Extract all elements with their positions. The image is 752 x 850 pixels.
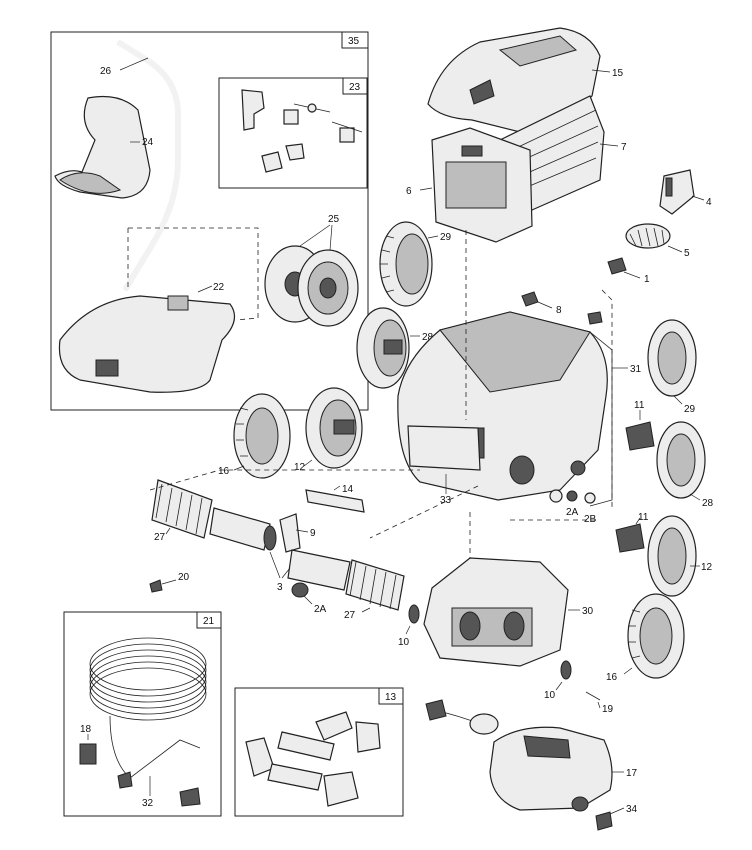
label-27b: 27 — [344, 610, 356, 621]
label-17: 17 — [626, 768, 638, 779]
label-22: 22 — [213, 282, 225, 293]
label-28b: 28 — [702, 498, 714, 509]
label-19: 19 — [602, 704, 614, 715]
caddy-wheels: 25 — [264, 214, 359, 327]
label-33: 33 — [440, 495, 452, 506]
washer-left: 10 — [398, 604, 420, 648]
motor-cap: 4 — [659, 169, 712, 215]
label-34: 34 — [626, 804, 638, 815]
label-4: 4 — [706, 197, 712, 208]
tire-left: 29 — [379, 221, 452, 307]
bushing-top: 11 — [625, 400, 655, 451]
bottom-housing: 30 — [423, 557, 594, 667]
label-2b: 2B — [584, 514, 597, 525]
caddy-clip: 24 — [54, 95, 154, 199]
label-13: 13 — [385, 692, 397, 703]
label-29b: 29 — [684, 404, 696, 415]
label-29a: 29 — [440, 232, 452, 243]
label-2a: 2A — [314, 604, 327, 615]
swivel-connector: 18 — [79, 724, 97, 765]
label-8: 8 — [556, 305, 562, 316]
main-body: 31 — [397, 311, 642, 507]
end-cap: 2A — [291, 582, 327, 615]
bumper-pad: 14 — [305, 484, 365, 513]
brush-right: 27 — [344, 559, 405, 621]
caddy-handle: 26 — [100, 39, 181, 292]
wheel-left: 28 — [356, 307, 434, 389]
brush-left: 27 — [151, 479, 213, 543]
caddy-base: 22 — [58, 282, 236, 393]
label-16a: 16 — [218, 466, 230, 477]
wheel-right: 28 — [656, 421, 714, 509]
label-9: 9 — [310, 528, 316, 539]
pin: 19 — [585, 691, 614, 715]
label-1: 1 — [644, 274, 650, 285]
wheel-lower-left: 12 — [294, 387, 363, 473]
tire-right: 29 — [647, 319, 697, 415]
hose-fitting: 34 — [595, 804, 638, 831]
filter-frame: 6 — [406, 127, 533, 243]
cable-kit-box: 21 18 32 — [63, 611, 222, 817]
tire-lower-right: 16 — [606, 593, 685, 683]
label-30: 30 — [582, 606, 594, 617]
label-20: 20 — [178, 572, 190, 583]
label-32: 32 — [142, 798, 154, 809]
label-7: 7 — [621, 142, 627, 153]
label-11a: 11 — [634, 400, 645, 411]
cable-coil — [89, 637, 207, 779]
tire-lower-left: 16 — [218, 393, 291, 479]
label-25: 25 — [328, 214, 340, 225]
label-31: 31 — [630, 364, 642, 375]
label-10a: 10 — [398, 637, 410, 648]
top-cover: 15 — [427, 27, 624, 133]
label-3: 3 — [277, 582, 283, 593]
impeller-screw: 1 — [607, 257, 650, 285]
side-fasteners: 2A 2B — [549, 460, 597, 525]
label-12b: 12 — [701, 562, 713, 573]
label-24: 24 — [142, 137, 154, 148]
label-12a: 12 — [294, 462, 306, 473]
label-16b: 16 — [606, 672, 618, 683]
pad-kit-box: 13 — [234, 687, 404, 817]
label-11b: 11 — [638, 512, 649, 523]
label-26: 26 — [100, 66, 112, 77]
power-supply: 17 — [425, 699, 638, 812]
bushing-lower: 11 — [615, 512, 649, 553]
label-6: 6 — [406, 186, 412, 197]
label-5: 5 — [684, 248, 690, 259]
impeller: 5 — [625, 223, 690, 259]
label-2a-side: 2A — [566, 507, 579, 518]
wheel-lower-right: 12 — [647, 515, 713, 597]
caddy-kit-box: 35 26 24 23 — [50, 31, 369, 411]
hardware-kit-box: 23 — [218, 77, 368, 189]
hinge: 8 — [521, 291, 603, 325]
label-14: 14 — [342, 484, 354, 495]
label-27a: 27 — [154, 532, 166, 543]
front-plate: 33 — [407, 425, 481, 506]
washer-right: 10 — [544, 660, 572, 701]
label-35: 35 — [348, 36, 360, 47]
label-15: 15 — [612, 68, 624, 79]
label-21: 21 — [203, 616, 215, 627]
label-10b: 10 — [544, 690, 556, 701]
label-18: 18 — [80, 724, 92, 735]
label-23: 23 — [349, 82, 361, 93]
label-28a: 28 — [422, 332, 434, 343]
clip: 20 — [149, 572, 190, 593]
assembly-guides — [149, 230, 613, 560]
brush-axle: 9 3 — [209, 507, 351, 593]
